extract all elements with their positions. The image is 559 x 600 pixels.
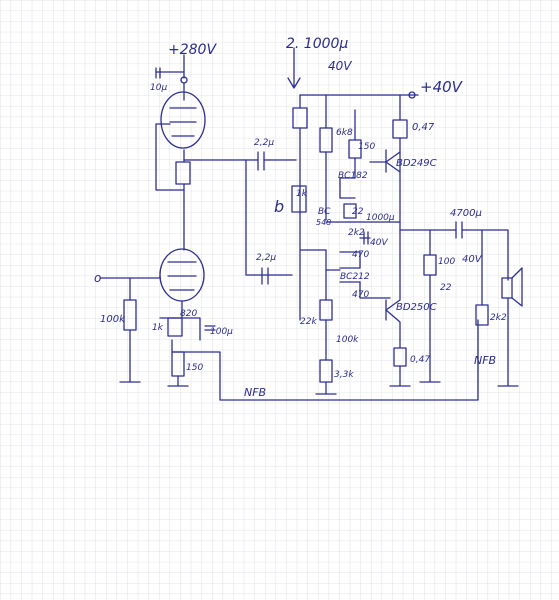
label-trim-1k: 1k [296,189,308,199]
label-cathode-res: 820 [180,309,197,319]
label-supply-pos: +40V [420,78,464,96]
label-transistor-bc212: BC212 [340,272,370,282]
label-cap-4700: 4700μ [450,208,482,219]
label-coupling-cap-1: 2,2μ [254,138,274,148]
label-big-cap: 2. 1000μ [286,36,348,52]
handwritten-labels: +280V 10μ 2. 1000μ 40V +40V 2,2μ 6k8 150… [94,36,507,399]
label-input-res: 100k [100,314,126,325]
label-supply-tube: +280V [168,42,217,58]
label-cap-top-tube: 10μ [150,83,167,93]
label-res-22: 22 [352,207,364,217]
label-vr-22k: 22k [300,317,317,327]
label-input-mark: o [94,271,101,285]
label-cathode-cap: 100μ [210,327,233,337]
label-res-2k2: 2k2 [348,228,365,238]
label-b: b [274,197,284,216]
label-res-150: 150 [358,142,375,152]
label-res-100k: 100k [336,335,359,345]
label-transistor-548: 548 [316,218,331,227]
label-cap-1000: 1000μ [366,213,395,223]
label-cathode-res-2: 1k [152,323,164,333]
label-out-res: 0,47 [410,355,430,365]
label-transistor-bc: BC [318,207,331,217]
label-cap-047-top: 0,47 [412,122,435,133]
label-res-470: 470 [352,250,369,260]
label-res-470b: 470 [352,290,369,300]
label-cap-1000-v: 40V [370,238,388,248]
label-big-cap-voltage: 40V [328,59,352,73]
label-nfb-2: NFB [474,354,496,367]
label-transistor-bd250c: BD250C [396,302,437,313]
label-cap-100: 100 [438,257,455,267]
label-res-22b: 22 [440,283,452,293]
arrow-icon [287,47,301,89]
label-cap-4700-v: 40V [462,254,483,265]
label-nfb-1: NFB [244,386,266,399]
label-coupling-cap-2: 2,2μ [256,253,276,263]
label-res-3k3: 3,3k [334,370,354,380]
label-transistor-bc182-a: BC182 [338,171,368,181]
label-res-2k2b: 2k2 [490,313,507,323]
label-transistor-bd249c: BD249C [396,158,437,169]
label-res-6k8: 6k8 [336,128,353,138]
label-bottom-res: 150 [186,363,203,373]
circuit-wiring [99,54,523,401]
